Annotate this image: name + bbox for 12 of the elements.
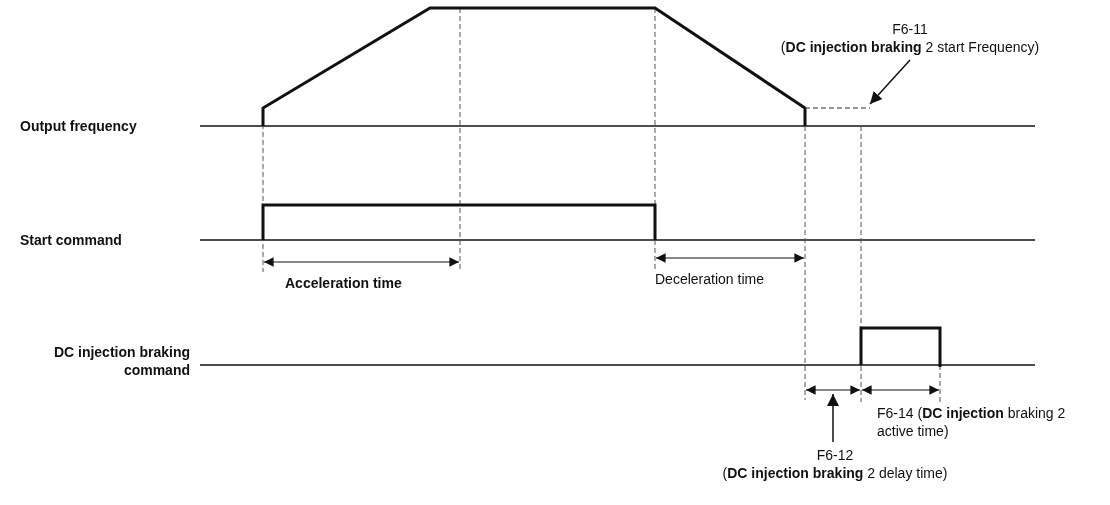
leader-arrow: [827, 393, 839, 443]
parameter-label: F6-12: [815, 446, 855, 464]
signal-name: Output frequency: [20, 117, 138, 135]
leader-arrow: [869, 59, 911, 105]
signal-name: Start command: [20, 231, 123, 249]
signal-name: DC injection braking command: [52, 343, 190, 379]
parameter-label: (DC injection braking 2 start Frequency): [779, 38, 1041, 56]
parameter-label: (DC injection braking 2 delay time): [721, 464, 949, 482]
parameter-label: F6-14 (DC injection braking 2 active time): [877, 404, 1067, 440]
duration-label: Deceleration time: [655, 270, 765, 288]
parameter-label: F6-11: [891, 20, 929, 38]
duration-label: Acceleration time: [285, 274, 403, 292]
